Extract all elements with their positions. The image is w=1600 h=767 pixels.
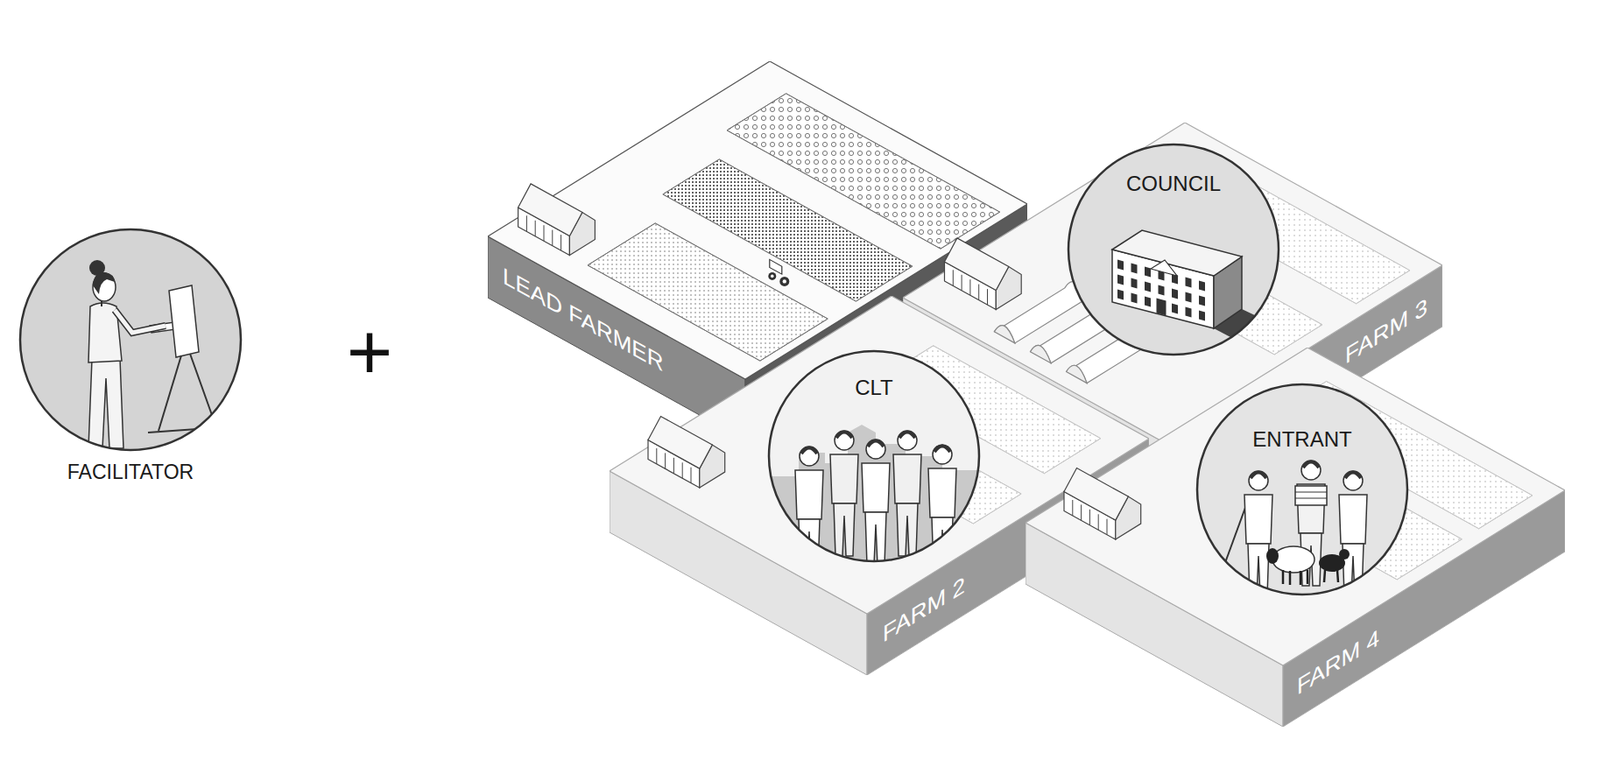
council-circle: COUNCIL	[1066, 142, 1281, 357]
facilitator-circle: FACILITATOR	[18, 227, 243, 491]
circle-label: ENTRANT	[1252, 426, 1352, 453]
entrant-circle: ENTRANT	[1195, 382, 1410, 597]
circle-label: FACILITATOR	[67, 458, 194, 486]
circle-label: COUNCIL	[1126, 170, 1221, 198]
plus-sign: +	[346, 312, 394, 392]
farm-tile: FARM 4ENTRANT	[1025, 347, 1565, 727]
clt-circle: CLT	[767, 349, 981, 564]
circle-label: CLT	[854, 374, 894, 402]
circle-outline	[1195, 382, 1410, 597]
circle-outline	[18, 227, 243, 452]
